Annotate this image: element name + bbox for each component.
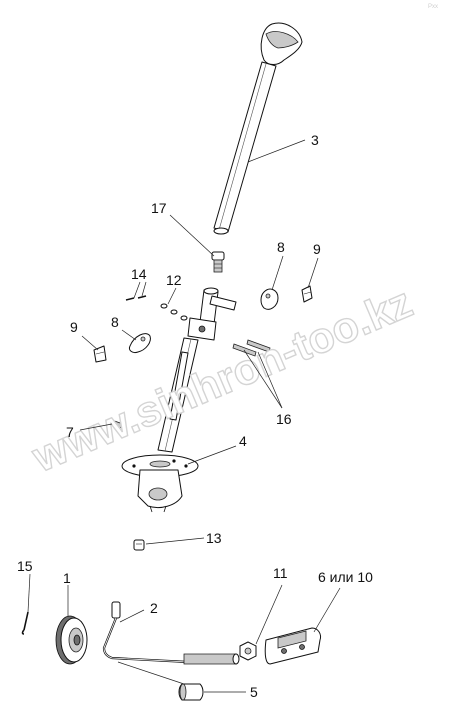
label-9-right: 9 <box>313 241 321 257</box>
label-6-or-10: 6 или 10 <box>318 569 373 585</box>
corner-mark: Pxx <box>428 4 438 10</box>
label-4: 4 <box>239 433 247 449</box>
label-13: 13 <box>206 530 222 546</box>
label-9-left: 9 <box>70 319 78 335</box>
label-2: 2 <box>150 600 158 616</box>
part-2-cable <box>102 601 240 665</box>
label-15: 15 <box>17 558 33 574</box>
part-17-bolt <box>211 251 225 273</box>
label-12: 12 <box>166 272 182 288</box>
part-9-right-clip <box>301 285 313 303</box>
label-1: 1 <box>63 570 71 586</box>
label-11: 11 <box>273 565 288 581</box>
label-8-right: 8 <box>277 239 285 255</box>
label-17: 17 <box>151 200 167 216</box>
part-8-right-lever <box>260 288 279 310</box>
label-14: 14 <box>131 266 147 282</box>
part-3-handle-rod <box>213 22 303 235</box>
label-7: 7 <box>66 424 74 440</box>
part-8-left-lever <box>129 333 151 353</box>
part-1-pulley <box>55 615 88 665</box>
label-8-left: 8 <box>111 314 119 330</box>
part-16-pins <box>232 339 271 357</box>
label-3: 3 <box>311 132 319 148</box>
label-16: 16 <box>276 411 292 427</box>
part-12-washers <box>160 303 188 321</box>
part-11-nut <box>239 641 257 661</box>
part-4-column <box>121 287 237 513</box>
part-6-or-10-clevis <box>264 627 321 665</box>
label-5: 5 <box>250 684 258 700</box>
part-14-pins <box>125 295 147 301</box>
leader-lines <box>27 139 341 693</box>
part-13-connector <box>133 539 145 551</box>
part-5-cap <box>178 683 204 701</box>
part-9-left-clip <box>93 345 107 363</box>
part-7-pin <box>111 420 123 429</box>
part-15-pin <box>21 611 29 635</box>
